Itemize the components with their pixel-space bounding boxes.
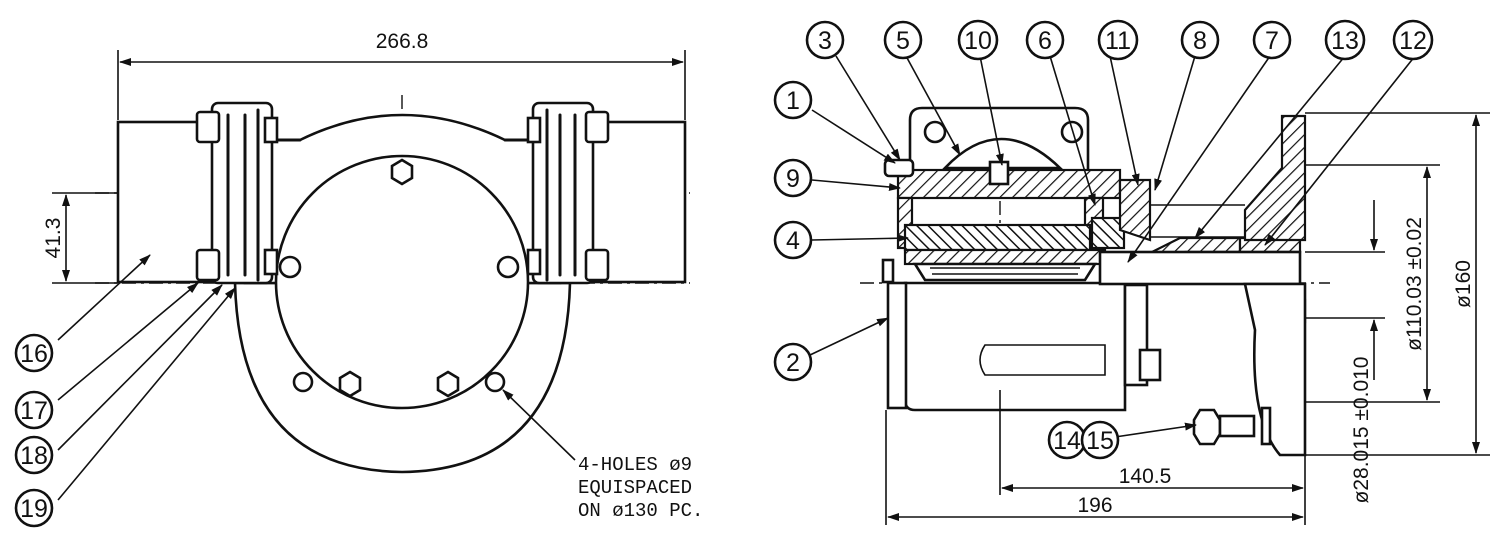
bracket-hole [923,120,947,144]
svg-text:1: 1 [786,87,800,115]
drive-flange [1243,114,1307,242]
callout-12: 12 [1392,19,1434,61]
housing-bolt [1138,348,1162,382]
callout-16: 16 [14,333,54,373]
svg-text:2: 2 [786,349,800,377]
dim-overall-length: 196 [1077,494,1112,517]
svg-text:10: 10 [964,27,992,55]
svg-text:19: 19 [20,495,48,523]
svg-text:15: 15 [1086,427,1114,455]
mounting-hole [496,255,520,279]
dim-center-height: 41.3 [42,218,65,259]
note-line-2: EQUISPACED [578,477,692,499]
cover-plate [274,154,530,410]
front-view: 266.8 41.3 4-HOLES ø9 EQUISPACED ON ø130… [42,30,703,522]
callout-10: 10 [957,19,999,61]
mounting-hole [292,371,314,393]
mechanical-seal [1090,216,1126,250]
note-line-3: ON ø130 PC. [578,500,703,522]
dim-pilot-diameter: ø110.03 ±0.02 [1403,217,1426,351]
washer [1260,406,1272,446]
dim-shaft-bore: ø28.015 ±0.010 [1350,357,1373,504]
callout-8: 8 [1180,20,1220,60]
callout-1: 1 [773,80,813,120]
cover-bolt [338,370,362,398]
seal-housing [1118,178,1152,242]
svg-text:12: 12 [1399,27,1427,55]
dim-shaft-offset: 140.5 [1119,465,1172,488]
callout-17: 17 [14,390,54,430]
callout-9: 9 [773,158,813,198]
dim-overall-width: 266.8 [376,30,429,53]
callout-3: 3 [805,20,845,60]
left-flange-clamp [195,101,279,285]
callout-19: 19 [14,488,54,528]
bracket-hole [1060,120,1084,144]
svg-text:11: 11 [1105,27,1131,55]
body-slot [979,344,1106,376]
svg-text:7: 7 [1265,27,1279,55]
svg-text:3: 3 [818,27,832,55]
svg-text:16: 16 [20,340,48,368]
svg-text:18: 18 [20,442,48,470]
dim-flange-od: ø160 [1452,260,1475,308]
callout-4: 4 [773,220,813,260]
mounting-hole [278,255,302,279]
drive-shaft [1098,250,1302,286]
svg-text:6: 6 [1038,27,1052,55]
bolt-head [1192,408,1222,446]
svg-text:17: 17 [20,397,48,425]
impeller [903,223,1092,252]
note-line-1: 4-HOLES ø9 [578,454,692,476]
callout-11: 11 [1097,19,1139,61]
pump-body-lower [903,281,1127,412]
svg-text:8: 8 [1193,27,1207,55]
svg-text:13: 13 [1331,27,1359,55]
bolt-shank [1218,414,1256,438]
cam-screw [988,160,1010,186]
callout-15: 15 [1080,420,1120,460]
end-cover [886,281,908,410]
cover-bolt [436,370,460,398]
svg-text:4: 4 [786,227,800,255]
callout-13: 13 [1324,19,1366,61]
cover-bolt [390,158,414,186]
right-flange-clamp [526,101,610,285]
callout-5: 5 [883,20,923,60]
impeller-hub [912,262,1098,282]
callout-7: 7 [1252,20,1292,60]
callout-2: 2 [773,342,813,382]
svg-text:5: 5 [896,27,910,55]
callout-6: 6 [1025,20,1065,60]
section-view: 196 140.5 ø160 ø110.03 ±0.02 ø28.015 ±0.… [809,55,1490,525]
svg-text:9: 9 [786,165,800,193]
callout-18: 18 [14,435,54,475]
cover-screw [883,158,915,178]
callout-14: 14 [1047,420,1087,460]
mounting-hole [484,371,506,393]
svg-text:14: 14 [1053,427,1081,455]
